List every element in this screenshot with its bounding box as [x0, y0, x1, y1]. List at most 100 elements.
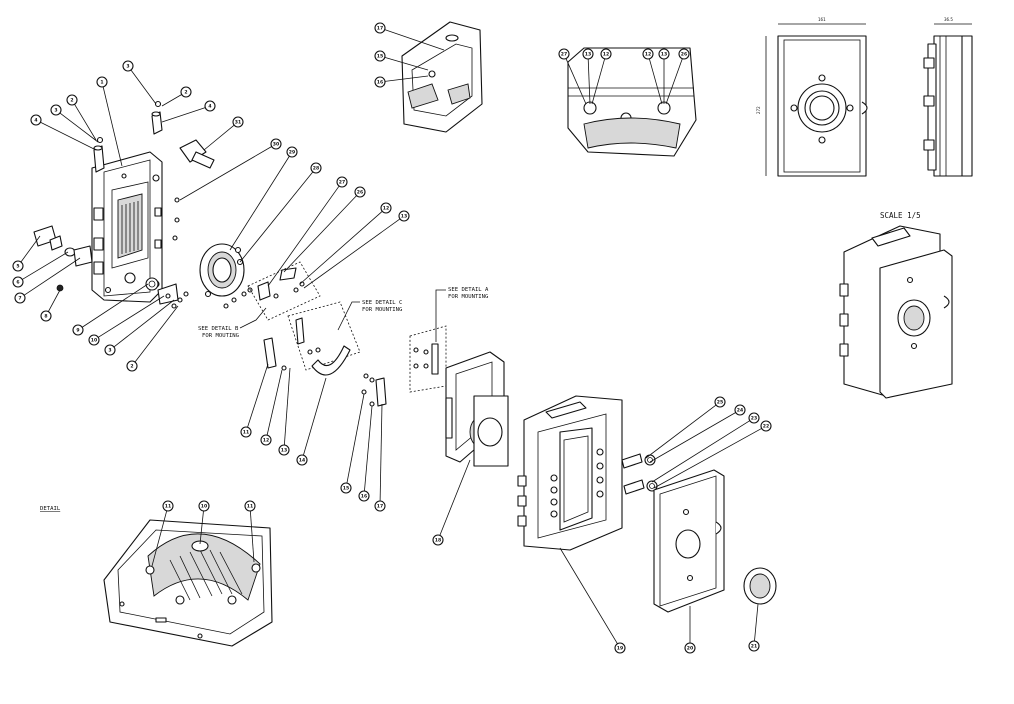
leader-line — [74, 104, 97, 141]
balloon-circle — [198, 500, 210, 512]
leader-line — [102, 86, 123, 167]
balloon-number: 2 — [70, 98, 73, 104]
leader-line — [113, 299, 175, 348]
balloon-number: 16 — [361, 494, 367, 500]
callout-c-3a: 3 — [50, 104, 99, 143]
callout-c-17a: 17 — [374, 403, 386, 512]
balloon-number: 3 — [108, 348, 111, 354]
callout-balloons: 1234324315678910323029282726121311121314… — [12, 22, 772, 654]
ring-part-21 — [743, 567, 777, 605]
callout-c-26b: 26 — [665, 48, 690, 105]
cover-plate-part-20 — [653, 469, 725, 613]
callout-c-10: 10 — [88, 295, 165, 346]
callout-c-26: 26 — [283, 186, 366, 273]
balloon-number: 10 — [201, 504, 207, 510]
balloon-number: 24 — [737, 408, 743, 414]
balloon-circle — [126, 360, 138, 372]
balloon-circle — [240, 426, 252, 438]
leader-line — [565, 58, 587, 105]
callout-c-12b: 12 — [260, 369, 283, 446]
balloon-circle — [558, 48, 570, 60]
leader-line — [665, 58, 683, 105]
callout-c-16b: 16 — [374, 75, 429, 88]
balloon-circle — [398, 210, 410, 222]
scale-label: SCALE 1/5 — [880, 211, 921, 220]
callout-c-4a: 4 — [30, 114, 97, 151]
balloon-circle — [380, 202, 392, 214]
balloon-circle — [162, 500, 174, 512]
svg-text:SEE DETAIL A: SEE DETAIL A — [448, 287, 489, 293]
balloon-circle — [684, 642, 696, 654]
spacer-part-6 — [64, 245, 93, 267]
balloon-circle — [14, 292, 26, 304]
balloon-circle — [30, 114, 42, 126]
callout-c-15b: 15 — [374, 50, 429, 71]
screws-parts-12-13 — [281, 347, 321, 371]
leader-line — [81, 283, 149, 328]
knob-part-9 — [145, 277, 159, 291]
balloon-number: 8 — [44, 314, 47, 320]
balloon-circle — [286, 146, 298, 158]
leader-line — [266, 369, 283, 436]
note-detail-c: SEE DETAIL C FOR MOUNTING — [337, 300, 403, 331]
balloon-circle — [296, 454, 308, 466]
balloon-circle — [336, 176, 348, 188]
leader-line — [161, 107, 206, 123]
balloon-circle — [658, 48, 670, 60]
leader-line — [59, 112, 99, 143]
balloon-circle — [714, 396, 726, 408]
half-ring-part-14 — [311, 345, 351, 376]
leader-line — [20, 235, 41, 263]
leader-line — [651, 420, 750, 483]
balloon-number: 15 — [377, 54, 383, 60]
leader-line — [591, 58, 606, 105]
balloon-circle — [12, 260, 24, 272]
callout-c-27a: 27 — [267, 176, 348, 287]
callout-c-24: 24 — [649, 404, 746, 463]
callout-c-31: 31 — [203, 116, 244, 151]
leader-line — [48, 289, 61, 312]
springs-parts-22-25 — [621, 453, 658, 495]
nut-part-8 — [56, 284, 64, 292]
balloon-number: 12 — [383, 206, 389, 212]
callout-c-18: 18 — [432, 459, 471, 546]
dim-side-width: 36.5 — [944, 17, 953, 22]
balloon-circle — [678, 48, 690, 60]
note-detail-b: SEE DETAIL B FOR MOUTING — [198, 307, 267, 339]
leader-line — [130, 69, 157, 105]
callout-c-11c: 11 — [244, 500, 256, 563]
balloon-number: 13 — [281, 448, 287, 454]
callout-c-17b: 17 — [374, 22, 445, 51]
blade-part-11b — [295, 317, 305, 345]
leader-line — [364, 405, 373, 492]
detail-view-bottom — [103, 519, 273, 647]
leader-line — [299, 211, 383, 285]
leader-line — [754, 603, 759, 642]
svg-text:FOR MOUTING: FOR MOUTING — [202, 333, 240, 339]
leader-line — [384, 57, 429, 71]
leader-line — [151, 510, 168, 567]
svg-text:FOR MOUNTING: FOR MOUNTING — [448, 294, 489, 300]
balloon-number: 13 — [401, 214, 407, 220]
leader-line — [346, 393, 365, 484]
balloon-number: 10 — [91, 338, 97, 344]
leader-line — [22, 251, 69, 280]
callout-c-13c: 13 — [582, 48, 594, 105]
balloon-number: 29 — [289, 150, 295, 156]
callout-c-21: 21 — [748, 603, 760, 652]
assembled-isometric-view — [839, 225, 953, 399]
balloon-number: 23 — [751, 416, 757, 422]
detail-view-top-left — [401, 21, 483, 133]
callout-c-9: 9 — [72, 283, 149, 336]
balloon-number: 21 — [751, 644, 757, 650]
balloon-number: 4 — [34, 118, 37, 124]
balloon-number: 26 — [681, 52, 687, 58]
balloon-circle — [748, 640, 760, 652]
callout-c-2b: 2 — [161, 86, 192, 107]
clips-parts-27-28 — [257, 267, 305, 301]
small-screws-2-3 — [171, 197, 189, 309]
callout-c-15a: 15 — [340, 393, 365, 494]
balloon-circle — [310, 162, 322, 174]
leader-line — [439, 459, 471, 536]
